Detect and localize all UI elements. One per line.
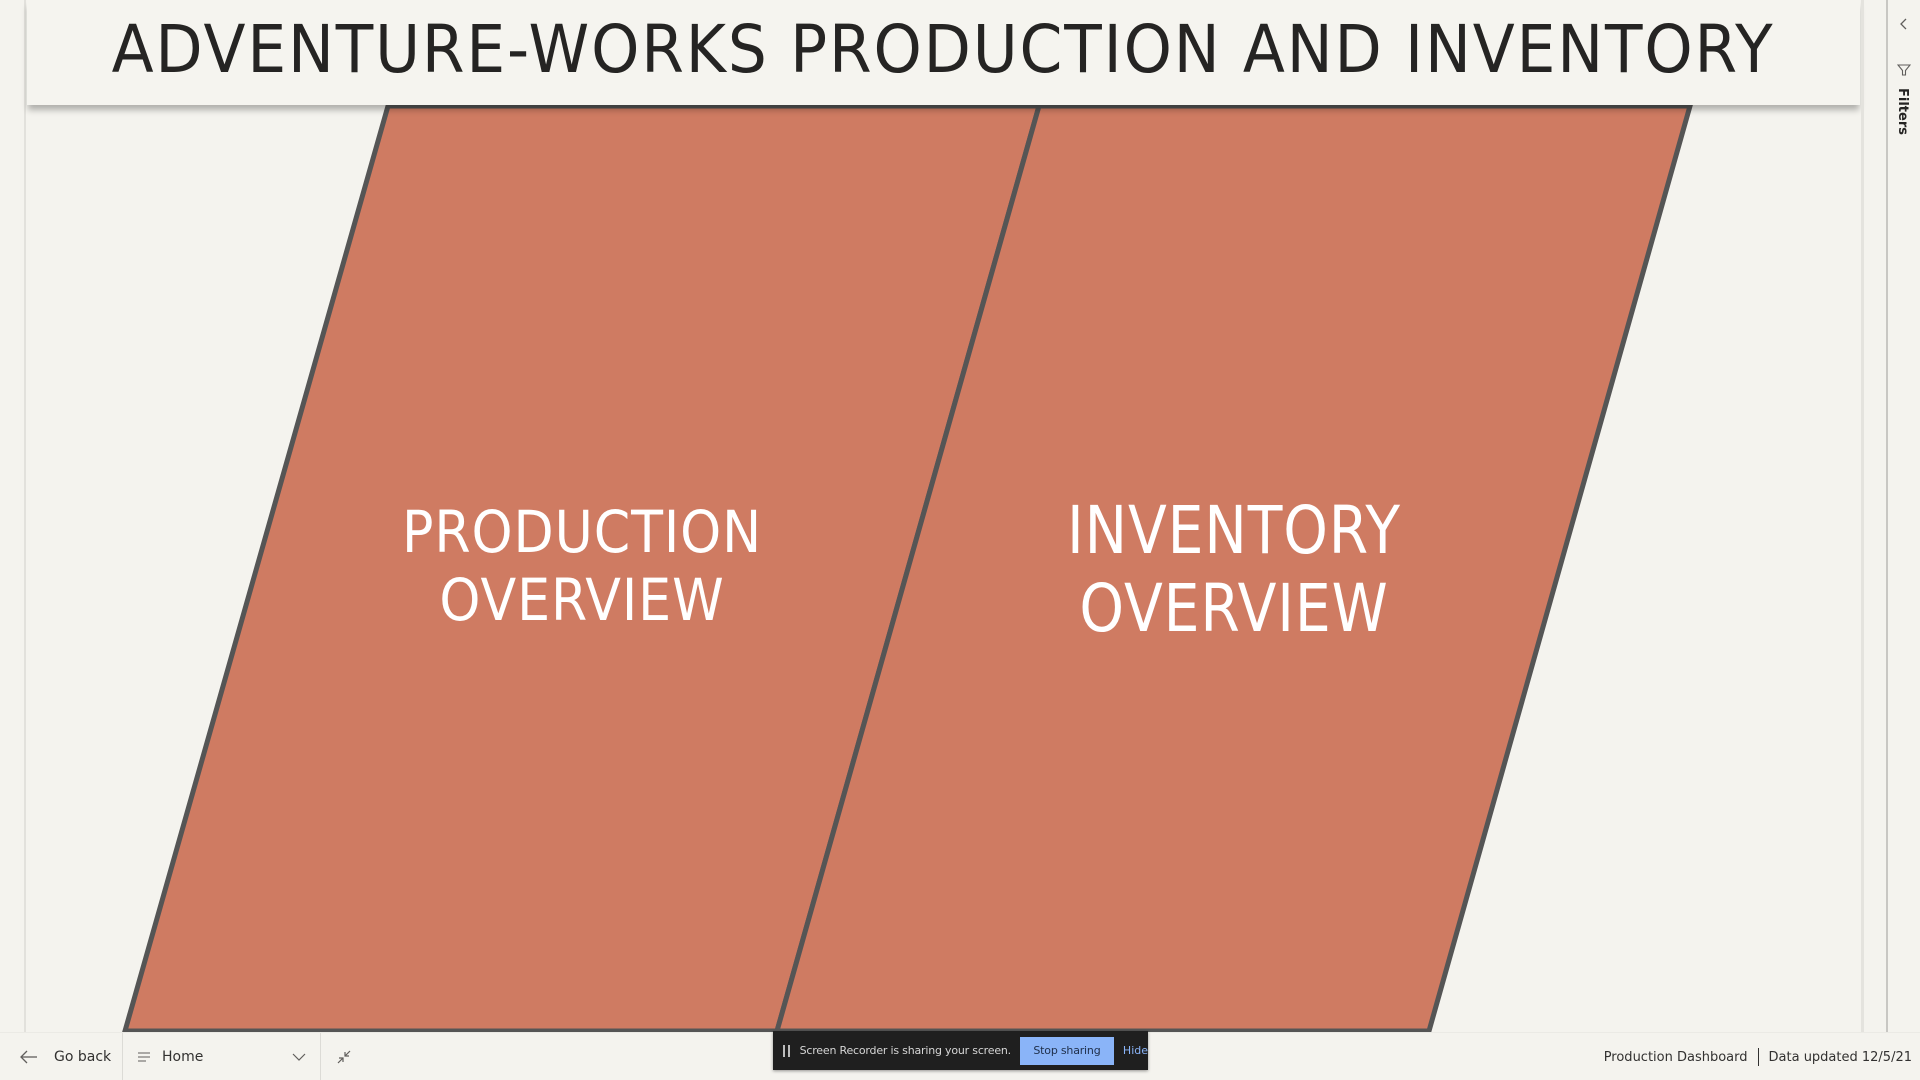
screen-recorder-banner: Screen Recorder is sharing your screen. … — [773, 1031, 1148, 1070]
production-overview-label[interactable]: PRODUCTION OVERVIEW — [402, 498, 763, 635]
page-selector-value: Home — [162, 1049, 204, 1065]
chevron-down-icon — [292, 1053, 306, 1061]
hide-banner-button[interactable]: Hide — [1122, 1044, 1148, 1057]
bottom-bar: Go back Home Production Dashboard Data u… — [0, 1032, 1920, 1080]
filter-pane-divider — [1886, 0, 1888, 1032]
drag-handle-icon[interactable] — [783, 1044, 793, 1057]
canvas-edge — [24, 0, 26, 1032]
report-header: ADVENTURE-WORKS PRODUCTION AND INVENTORY — [27, 0, 1860, 105]
report-title: ADVENTURE-WORKS PRODUCTION AND INVENTORY — [112, 11, 1775, 88]
funnel-icon — [1896, 62, 1912, 76]
go-back-button[interactable]: Go back — [18, 1033, 122, 1080]
filter-pane — [1888, 0, 1920, 1032]
page-list-icon — [138, 1052, 150, 1062]
exit-fullscreen-icon[interactable] — [336, 1049, 352, 1065]
inventory-overview-label[interactable]: INVENTORY OVERVIEW — [1067, 492, 1401, 647]
stop-sharing-button[interactable]: Stop sharing — [1019, 1036, 1114, 1065]
data-updated-label: Data updated 12/5/21 — [1768, 1049, 1912, 1065]
vertical-scrollbar[interactable] — [1861, 0, 1864, 1032]
arrow-left-icon — [20, 1050, 37, 1064]
go-back-label: Go back — [54, 1049, 112, 1065]
filters-pane-toggle[interactable]: Filters — [1895, 88, 1910, 135]
divider — [122, 1033, 123, 1080]
report-name: Production Dashboard — [1603, 1049, 1748, 1065]
page-selector-dropdown[interactable]: Home — [138, 1033, 306, 1080]
recorder-message: Screen Recorder is sharing your screen. — [799, 1044, 1012, 1057]
report-status: Production Dashboard Data updated 12/5/2… — [1604, 1033, 1912, 1080]
inventory-overview-tile[interactable] — [773, 103, 1694, 1034]
chevron-left-icon[interactable] — [1896, 16, 1912, 32]
divider — [1757, 1048, 1759, 1066]
divider — [320, 1033, 321, 1080]
